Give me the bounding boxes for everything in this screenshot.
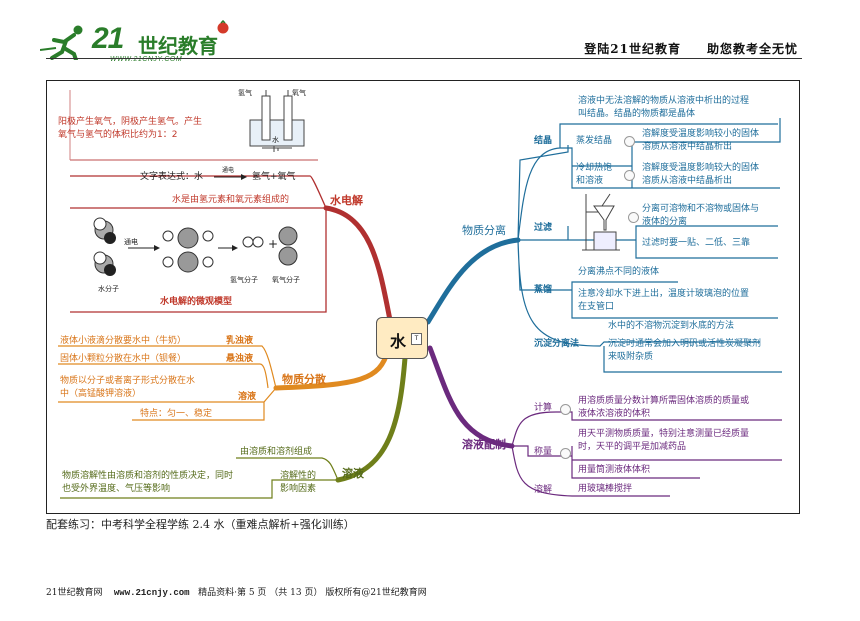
branch-electrolysis[interactable]: 水电解	[330, 194, 363, 207]
filtration-apparatus-illustration	[582, 193, 620, 251]
solution-composition: 由溶质和溶剂组成	[240, 447, 313, 457]
crystal-def-line2: 叫结晶。结晶的物质都是晶体	[578, 109, 696, 119]
arrow-icon	[214, 174, 247, 180]
site-logo[interactable]: 21 世纪教育 WWW.21CNJY.COM	[40, 18, 230, 63]
calc-label[interactable]: 计算	[534, 403, 553, 413]
filter-rule: 过滤时要一贴、二低、三靠	[642, 238, 751, 248]
logo-number: 21	[92, 22, 124, 55]
filter-label[interactable]: 过滤	[534, 223, 553, 233]
emulsion-label: 悬浊液	[226, 354, 254, 364]
model-title: 水电解的微观模型	[160, 297, 233, 307]
center-node[interactable]: 水 T	[376, 317, 428, 359]
distill-desc2-line1: 注意冷却水下进上出，温度计玻璃泡的位置	[578, 289, 750, 299]
cool-label-line2: 和溶液	[576, 176, 604, 186]
model-condition: 通电	[124, 238, 138, 246]
sediment-desc2-line1: 沉淀时通常会加入明矾或活性炭凝聚剂	[608, 339, 762, 349]
collapse-icon[interactable]	[624, 136, 635, 147]
header-divider	[46, 58, 802, 59]
filter-desc-line1: 分离可溶物和不溶物或固体与	[642, 204, 760, 214]
distill-desc2-line2: 在支管口	[578, 302, 615, 312]
sediment-label[interactable]: 沉淀分离法	[534, 339, 580, 349]
factor-label-line2: 影响因素	[280, 484, 317, 494]
model-h2-label: 氢气分子	[230, 276, 258, 284]
solution-type-label: 溶液	[238, 392, 257, 402]
evap-desc-line1: 溶解度受温度影响较小的固体	[642, 129, 760, 139]
center-label: 水	[390, 332, 407, 351]
solution-feature: 特点：匀一、稳定	[140, 409, 213, 419]
electrolysis-note-line1: 阳极产生氧气，阴极产生氢气。产生	[58, 117, 203, 127]
svg-text:+: +	[268, 237, 278, 251]
molecular-model-illustration: +	[93, 217, 298, 276]
cool-label-line1: 冷却热饱	[576, 163, 613, 173]
word-equation-prefix: 文字表达式：水	[140, 172, 204, 182]
factor-desc-line1: 物质溶解性由溶质和溶剂的性质决定，同时	[62, 471, 234, 481]
sediment-desc1: 水中的不溶物沉淀到水底的方法	[608, 321, 735, 331]
electrolysis-note-line2: 氧气与氢气的体积比约为1：2	[58, 130, 178, 140]
weigh-label[interactable]: 称量	[534, 447, 553, 457]
solution-desc-line1: 物质以分子或者离子形式分散在水	[60, 376, 196, 386]
page-footer: 21世纪教育网 www.21cnjy.com 精品资料·第 5 页 （共 13 …	[46, 585, 427, 598]
collapse-icon[interactable]	[628, 212, 639, 223]
calc-desc-line1: 用溶质质量分数计算所需固体溶质的质量或	[578, 396, 750, 406]
collapse-icon[interactable]	[560, 448, 571, 459]
branch-dispersion[interactable]: 物质分散	[282, 373, 326, 386]
cool-desc-line1: 溶解度受温度影响较大的固体	[642, 163, 760, 173]
solution-desc-line2: 中（高锰酸钾溶液）	[60, 389, 142, 399]
filter-desc-line2: 液体的分离	[642, 217, 688, 227]
word-equation-products: 氢气+氧气	[252, 172, 296, 182]
suspension-label: 乳浊液	[226, 336, 254, 346]
calc-desc-line2: 液体浓溶液的体积	[578, 409, 651, 419]
dissolve-desc: 用玻璃棒搅拌	[578, 484, 633, 494]
exercise-reference: 配套练习：中考科学全程学练 2.4 水（重难点解析+强化训练）	[46, 518, 355, 531]
model-o2-label: 氧气分子	[272, 276, 300, 284]
dissolve-label[interactable]: 溶解	[534, 485, 553, 495]
note-icon[interactable]: T	[411, 333, 422, 345]
distill-label[interactable]: 蒸馏	[534, 285, 553, 295]
apparatus-h2-label: 氢气	[238, 89, 252, 97]
weigh-desc2: 用量筒测液体体积	[578, 465, 651, 475]
sediment-desc2-line2: 来吸附杂质	[608, 352, 654, 362]
cool-desc-line2: 溶质从溶液中结晶析出	[642, 176, 733, 186]
branch-preparation[interactable]: 溶液配制	[462, 438, 506, 451]
footer-site: 21世纪教育网	[46, 588, 103, 598]
weigh-desc-line1: 用天平测物质质量，特别注意测量已经质量	[578, 429, 750, 439]
suspension-desc: 液体小液滴分散要水中（牛奶）	[60, 336, 187, 346]
model-water-label: 水分子	[98, 285, 119, 293]
header-slogan: 登陆21世纪教育 助您教考全无忧	[584, 42, 798, 56]
apparatus-o2-label: 氧气	[292, 89, 306, 97]
evap-desc-line2: 溶质从溶液中结晶析出	[642, 142, 733, 152]
factor-desc-line2: 也受外界温度、气压等影响	[62, 484, 171, 494]
branch-solution[interactable]: 溶液	[342, 467, 364, 480]
collapse-icon[interactable]	[624, 170, 635, 181]
composition-text: 水是由氢元素和氧元素组成的	[172, 195, 290, 205]
factor-label-line1: 溶解性的	[280, 471, 317, 481]
evap-label: 蒸发结晶	[576, 136, 613, 146]
footer-text: 精品资料·第 5 页 （共 13 页） 版权所有@21世纪教育网	[198, 588, 427, 598]
distill-desc1: 分离沸点不同的液体	[578, 267, 660, 277]
logo-text: 世纪教育	[138, 34, 218, 58]
word-equation-condition: 通电	[222, 167, 235, 174]
emulsion-desc: 固体小颗粒分散在水中（钡餐）	[60, 354, 187, 364]
crystal-label[interactable]: 结晶	[534, 136, 553, 146]
collapse-icon[interactable]	[560, 404, 571, 415]
tomato-icon	[217, 20, 229, 34]
electrolysis-apparatus-illustration	[249, 90, 305, 152]
mindmap-frame	[46, 80, 800, 514]
branch-separation[interactable]: 物质分离	[462, 224, 506, 237]
logo-url: WWW.21CNJY.COM	[110, 56, 183, 63]
weigh-desc-line2: 时，天平的调平是加减药品	[578, 442, 687, 452]
apparatus-water-label: 水	[272, 136, 279, 144]
footer-url[interactable]: www.21cnjy.com	[113, 588, 190, 598]
crystal-def-line1: 溶液中无法溶解的物质从溶液中析出的过程	[578, 96, 750, 106]
